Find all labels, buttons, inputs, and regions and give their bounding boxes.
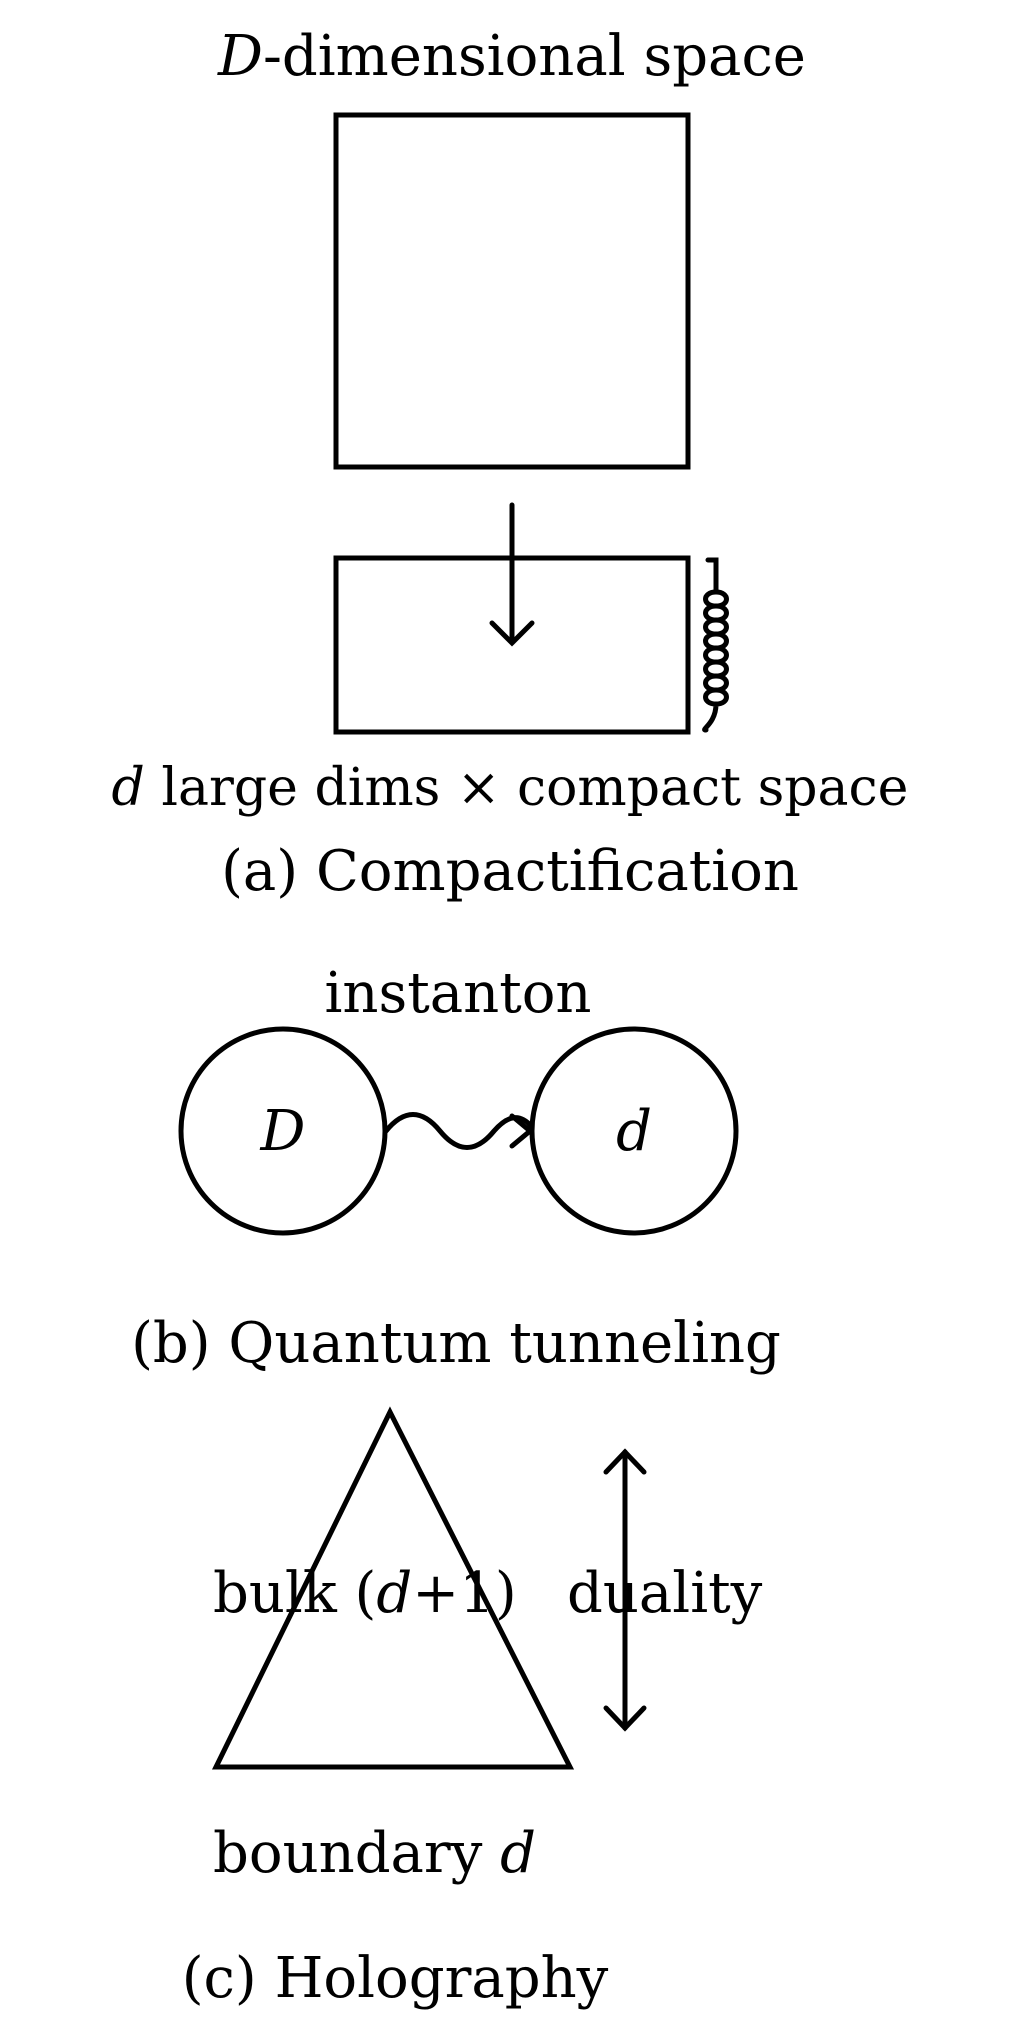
caption-c: (c) Holography xyxy=(182,1946,609,2011)
compactification-arrowhead xyxy=(489,620,535,647)
d-dimensional-space-label: D-dimensional space xyxy=(217,24,806,89)
caption-b: (b) Quantum tunneling xyxy=(131,1311,781,1376)
large-dims-box xyxy=(333,555,691,735)
d-dimensional-space-box xyxy=(333,112,691,470)
large-dims-compact-space-label: d large dims × compact space xyxy=(112,758,909,818)
duality-arrowhead-top xyxy=(603,1448,647,1475)
instanton-arrowhead xyxy=(509,1113,534,1149)
bulk-triangle xyxy=(211,1406,575,1770)
duality-label: duality xyxy=(567,1561,763,1626)
panel-b-quantum-tunneling: instanton D d (b) Quantum tunneling xyxy=(131,961,781,1376)
caption-a: (a) Compactification xyxy=(221,839,799,904)
instanton-label: instanton xyxy=(325,961,592,1026)
boundary-label: boundary d xyxy=(213,1821,536,1886)
panel-a-compactification: D-dimensional space d large dims × compa… xyxy=(112,24,909,904)
panel-c-holography: bulk (d+1) duality boundary d (c) Hologr… xyxy=(182,1406,763,2011)
right-circle-label: d xyxy=(616,1099,652,1164)
duality-arrowhead-bottom xyxy=(603,1705,647,1732)
compact-space-coil-icon xyxy=(702,557,729,733)
bulk-label: bulk (d+1) xyxy=(213,1561,517,1626)
left-circle-label: D xyxy=(260,1099,306,1164)
instanton-wavy-arrow xyxy=(383,1112,535,1150)
